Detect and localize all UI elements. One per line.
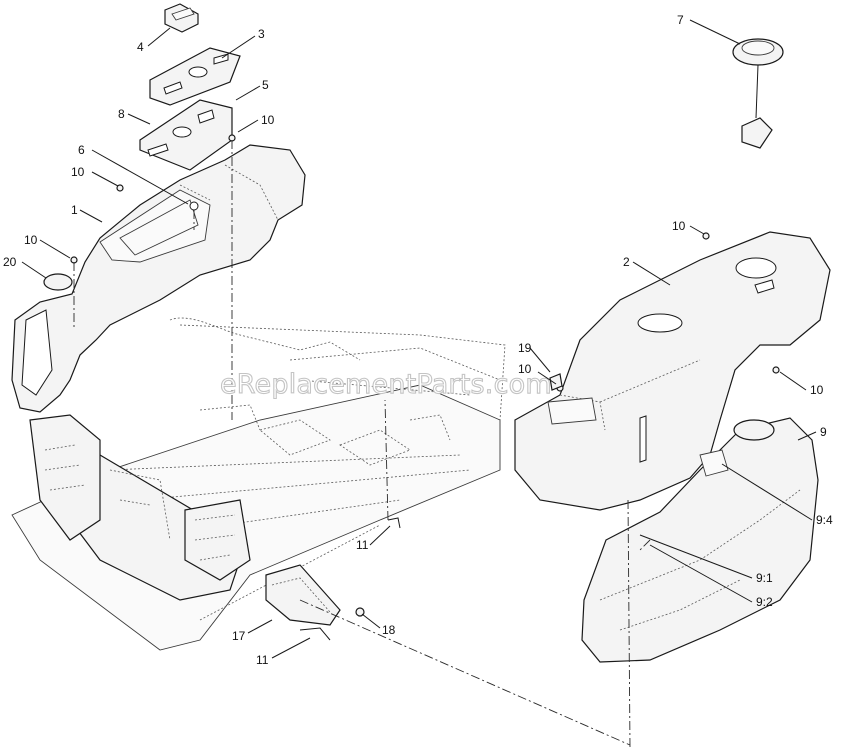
part-17-bracket: [265, 564, 341, 626]
callout-4: 4: [137, 40, 144, 54]
alignment-lines: [73, 140, 651, 749]
callout-11-b: 11: [256, 653, 269, 667]
callout-17: 17: [232, 629, 246, 643]
callout-10-d: 10: [672, 219, 686, 233]
part-10-fasteners: [70, 134, 780, 392]
callout-9: 9: [820, 425, 827, 439]
callout-9-2: 9:2: [756, 595, 773, 609]
frame-chassis: [11, 317, 506, 651]
part-8-panel: [139, 99, 233, 171]
watermark-text: eReplacementParts.com: [220, 369, 552, 400]
part-20-cap: [43, 273, 73, 291]
callout-3: 3: [258, 27, 265, 41]
callout-9-4: 9:4: [816, 513, 833, 527]
callout-1: 1: [71, 203, 78, 217]
callout-labels: 4 3 5 8 10 6 10 1 10 20 7 10 2 19 10 10 …: [3, 13, 833, 667]
callout-10-f: 10: [810, 383, 824, 397]
callout-7: 7: [677, 13, 684, 27]
part-11-clamps: [299, 517, 401, 641]
part-9-fuel-tank: [581, 417, 819, 663]
callout-18: 18: [382, 623, 396, 637]
callout-10-e: 10: [518, 362, 532, 376]
part-2-right-fender: [514, 231, 831, 511]
callout-5: 5: [262, 78, 269, 92]
part-19-spacer: [549, 373, 563, 391]
callout-10-c: 10: [24, 233, 38, 247]
callout-9-1: 9:1: [756, 571, 773, 585]
part-7-fuel-cap: [732, 38, 784, 149]
callout-11-a: 11: [356, 538, 369, 552]
callout-8: 8: [118, 107, 125, 121]
part-3-plate: [149, 47, 241, 106]
callout-2: 2: [623, 255, 630, 269]
callout-10-b: 10: [71, 165, 85, 179]
part-4-switch: [164, 3, 199, 33]
callout-6: 6: [78, 143, 85, 157]
leader-lines: [21, 19, 817, 659]
callout-19: 19: [518, 341, 532, 355]
callout-20: 20: [3, 255, 17, 269]
callout-10-a: 10: [261, 113, 275, 127]
part-6-fastener: [189, 201, 199, 211]
